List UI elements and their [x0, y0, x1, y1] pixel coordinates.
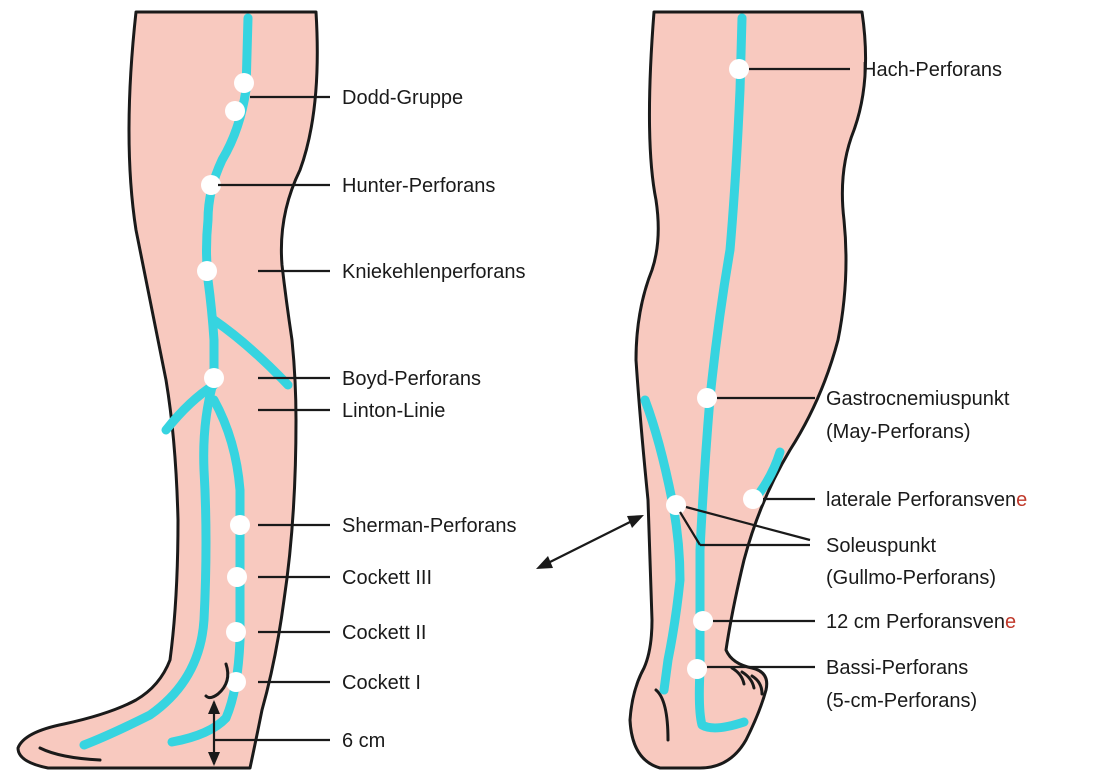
- perforator-dot-dodd-1: [234, 73, 254, 93]
- correspondence-arrowhead-right: [627, 515, 644, 528]
- label-12cm-suffix: e: [1005, 611, 1016, 633]
- label-lateral: laterale Perforansvene: [826, 489, 1027, 511]
- label-kniekehlen: Kniekehlenperforans: [342, 261, 525, 283]
- perforator-dot-bassi: [687, 659, 707, 679]
- label-12cm: 12 cm Perforansvene: [826, 611, 1016, 633]
- correspondence-arrowhead-left: [536, 556, 553, 569]
- label-dodd: Dodd-Gruppe: [342, 87, 463, 109]
- label-12cm-prefix: 12 cm Perforansven: [826, 611, 1005, 633]
- label-lateral-prefix: laterale Perforansven: [826, 489, 1016, 511]
- perforator-dot-dodd-2: [225, 101, 245, 121]
- label-bassi-line2: (5-cm-Perforans): [826, 690, 977, 712]
- perforator-dot-cockett3: [227, 567, 247, 587]
- label-hunter: Hunter-Perforans: [342, 175, 495, 197]
- label-soleus-line1: Soleuspunkt: [826, 535, 937, 557]
- perforator-dot-boyd: [204, 368, 224, 388]
- label-gastrocnemius-line1: Gastrocnemiuspunkt: [826, 388, 1010, 410]
- label-gastrocnemius-line2: (May-Perforans): [826, 421, 970, 443]
- label-boyd: Boyd-Perforans: [342, 368, 481, 390]
- label-sherman: Sherman-Perforans: [342, 515, 517, 537]
- label-cockett1: Cockett I: [342, 672, 421, 694]
- label-hach: Hach-Perforans: [862, 59, 1002, 81]
- perforator-dot-hach: [729, 59, 749, 79]
- label-linton: Linton-Linie: [342, 400, 445, 422]
- correspondence-arrow: [546, 520, 634, 564]
- right-leg: Hach-Perforans Gastrocnemiuspunkt (May-P…: [630, 12, 1027, 768]
- left-leg-skin: [18, 12, 317, 768]
- left-leg: Dodd-Gruppe Hunter-Perforans Kniekehlenp…: [18, 12, 525, 768]
- perforator-dot-gastrocnemius: [697, 388, 717, 408]
- perforator-dot-soleus: [666, 495, 686, 515]
- perforator-dot-kniekehlen: [197, 261, 217, 281]
- perforator-dot-cockett2: [226, 622, 246, 642]
- perforator-dot-lateral: [743, 489, 763, 509]
- label-cockett2: Cockett II: [342, 622, 426, 644]
- label-soleus-line2: (Gullmo-Perforans): [826, 567, 996, 589]
- perforator-dot-sherman: [230, 515, 250, 535]
- label-bassi-line1: Bassi-Perforans: [826, 657, 968, 679]
- label-6cm: 6 cm: [342, 730, 385, 752]
- label-lateral-suffix: e: [1016, 489, 1027, 511]
- perforator-dot-12cm: [693, 611, 713, 631]
- label-cockett3: Cockett III: [342, 567, 432, 589]
